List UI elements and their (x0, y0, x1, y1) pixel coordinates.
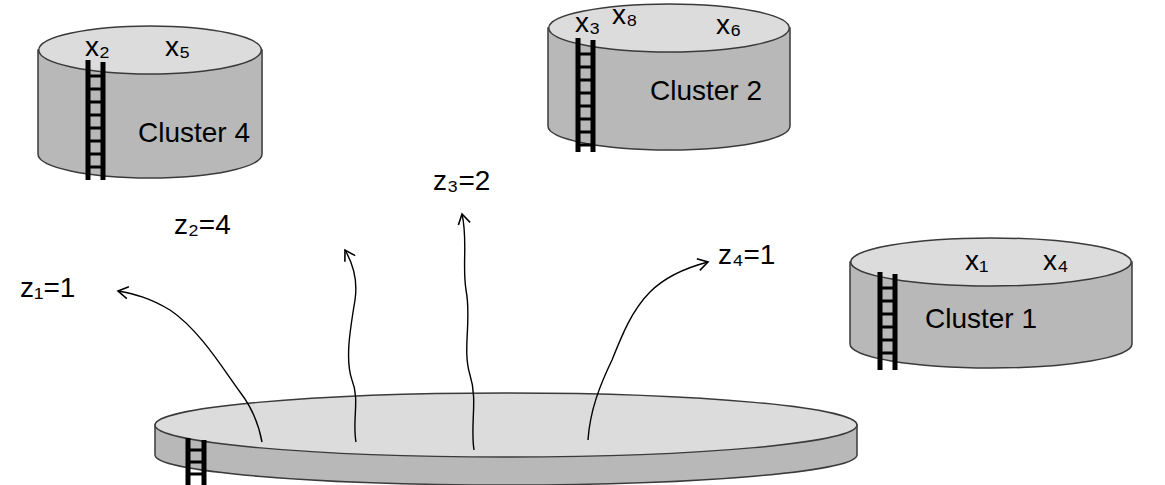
assignment-label: z₃=2 (433, 166, 490, 197)
data-point: x₁ (965, 246, 988, 277)
cluster-name: Cluster 2 (650, 76, 762, 107)
data-point: x₅ (165, 32, 190, 63)
data-point: x₆ (716, 10, 741, 41)
data-point: x₈ (612, 0, 638, 31)
cluster-table: x₂ x₅ Cluster 4 (38, 26, 262, 178)
table-cylinder (38, 26, 262, 182)
assignment-label: z₁=1 (20, 273, 75, 304)
data-point: x₂ (85, 32, 110, 63)
data-point: x₄ (1043, 246, 1068, 277)
cluster-name: Cluster 1 (925, 304, 1037, 335)
cluster-table: x₁ x₄Cluster 1 (850, 238, 1132, 368)
cluster-table: x₃x₈x₆Cluster 2 (548, 4, 790, 150)
assignment-label: z₄=1 (718, 240, 775, 271)
cluster-name: Cluster 4 (138, 118, 250, 149)
data-point: x₃ (575, 8, 600, 39)
assignment-arrows (118, 214, 708, 450)
bottom-table (155, 393, 857, 485)
assignment-label: z₂=4 (174, 210, 231, 241)
